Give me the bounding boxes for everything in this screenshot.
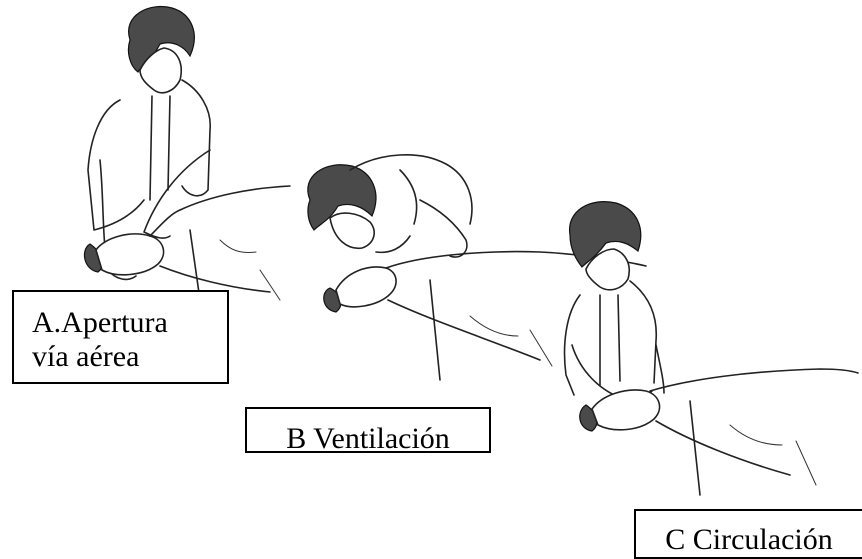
illustration-airway-opening — [60, 0, 320, 320]
label-ventilation-text: B Ventilación — [247, 422, 489, 453]
illustration-circulation — [560, 195, 860, 505]
label-ventilation: B Ventilación — [245, 407, 491, 453]
label-airway-opening: A.Apertura vía aérea — [12, 290, 229, 384]
label-circulation: C Circulación — [634, 509, 862, 559]
label-airway-line1: A.Apertura — [32, 306, 227, 340]
label-circulation-text: C Circulación — [636, 523, 862, 557]
label-airway-line2: vía aérea — [32, 340, 227, 374]
